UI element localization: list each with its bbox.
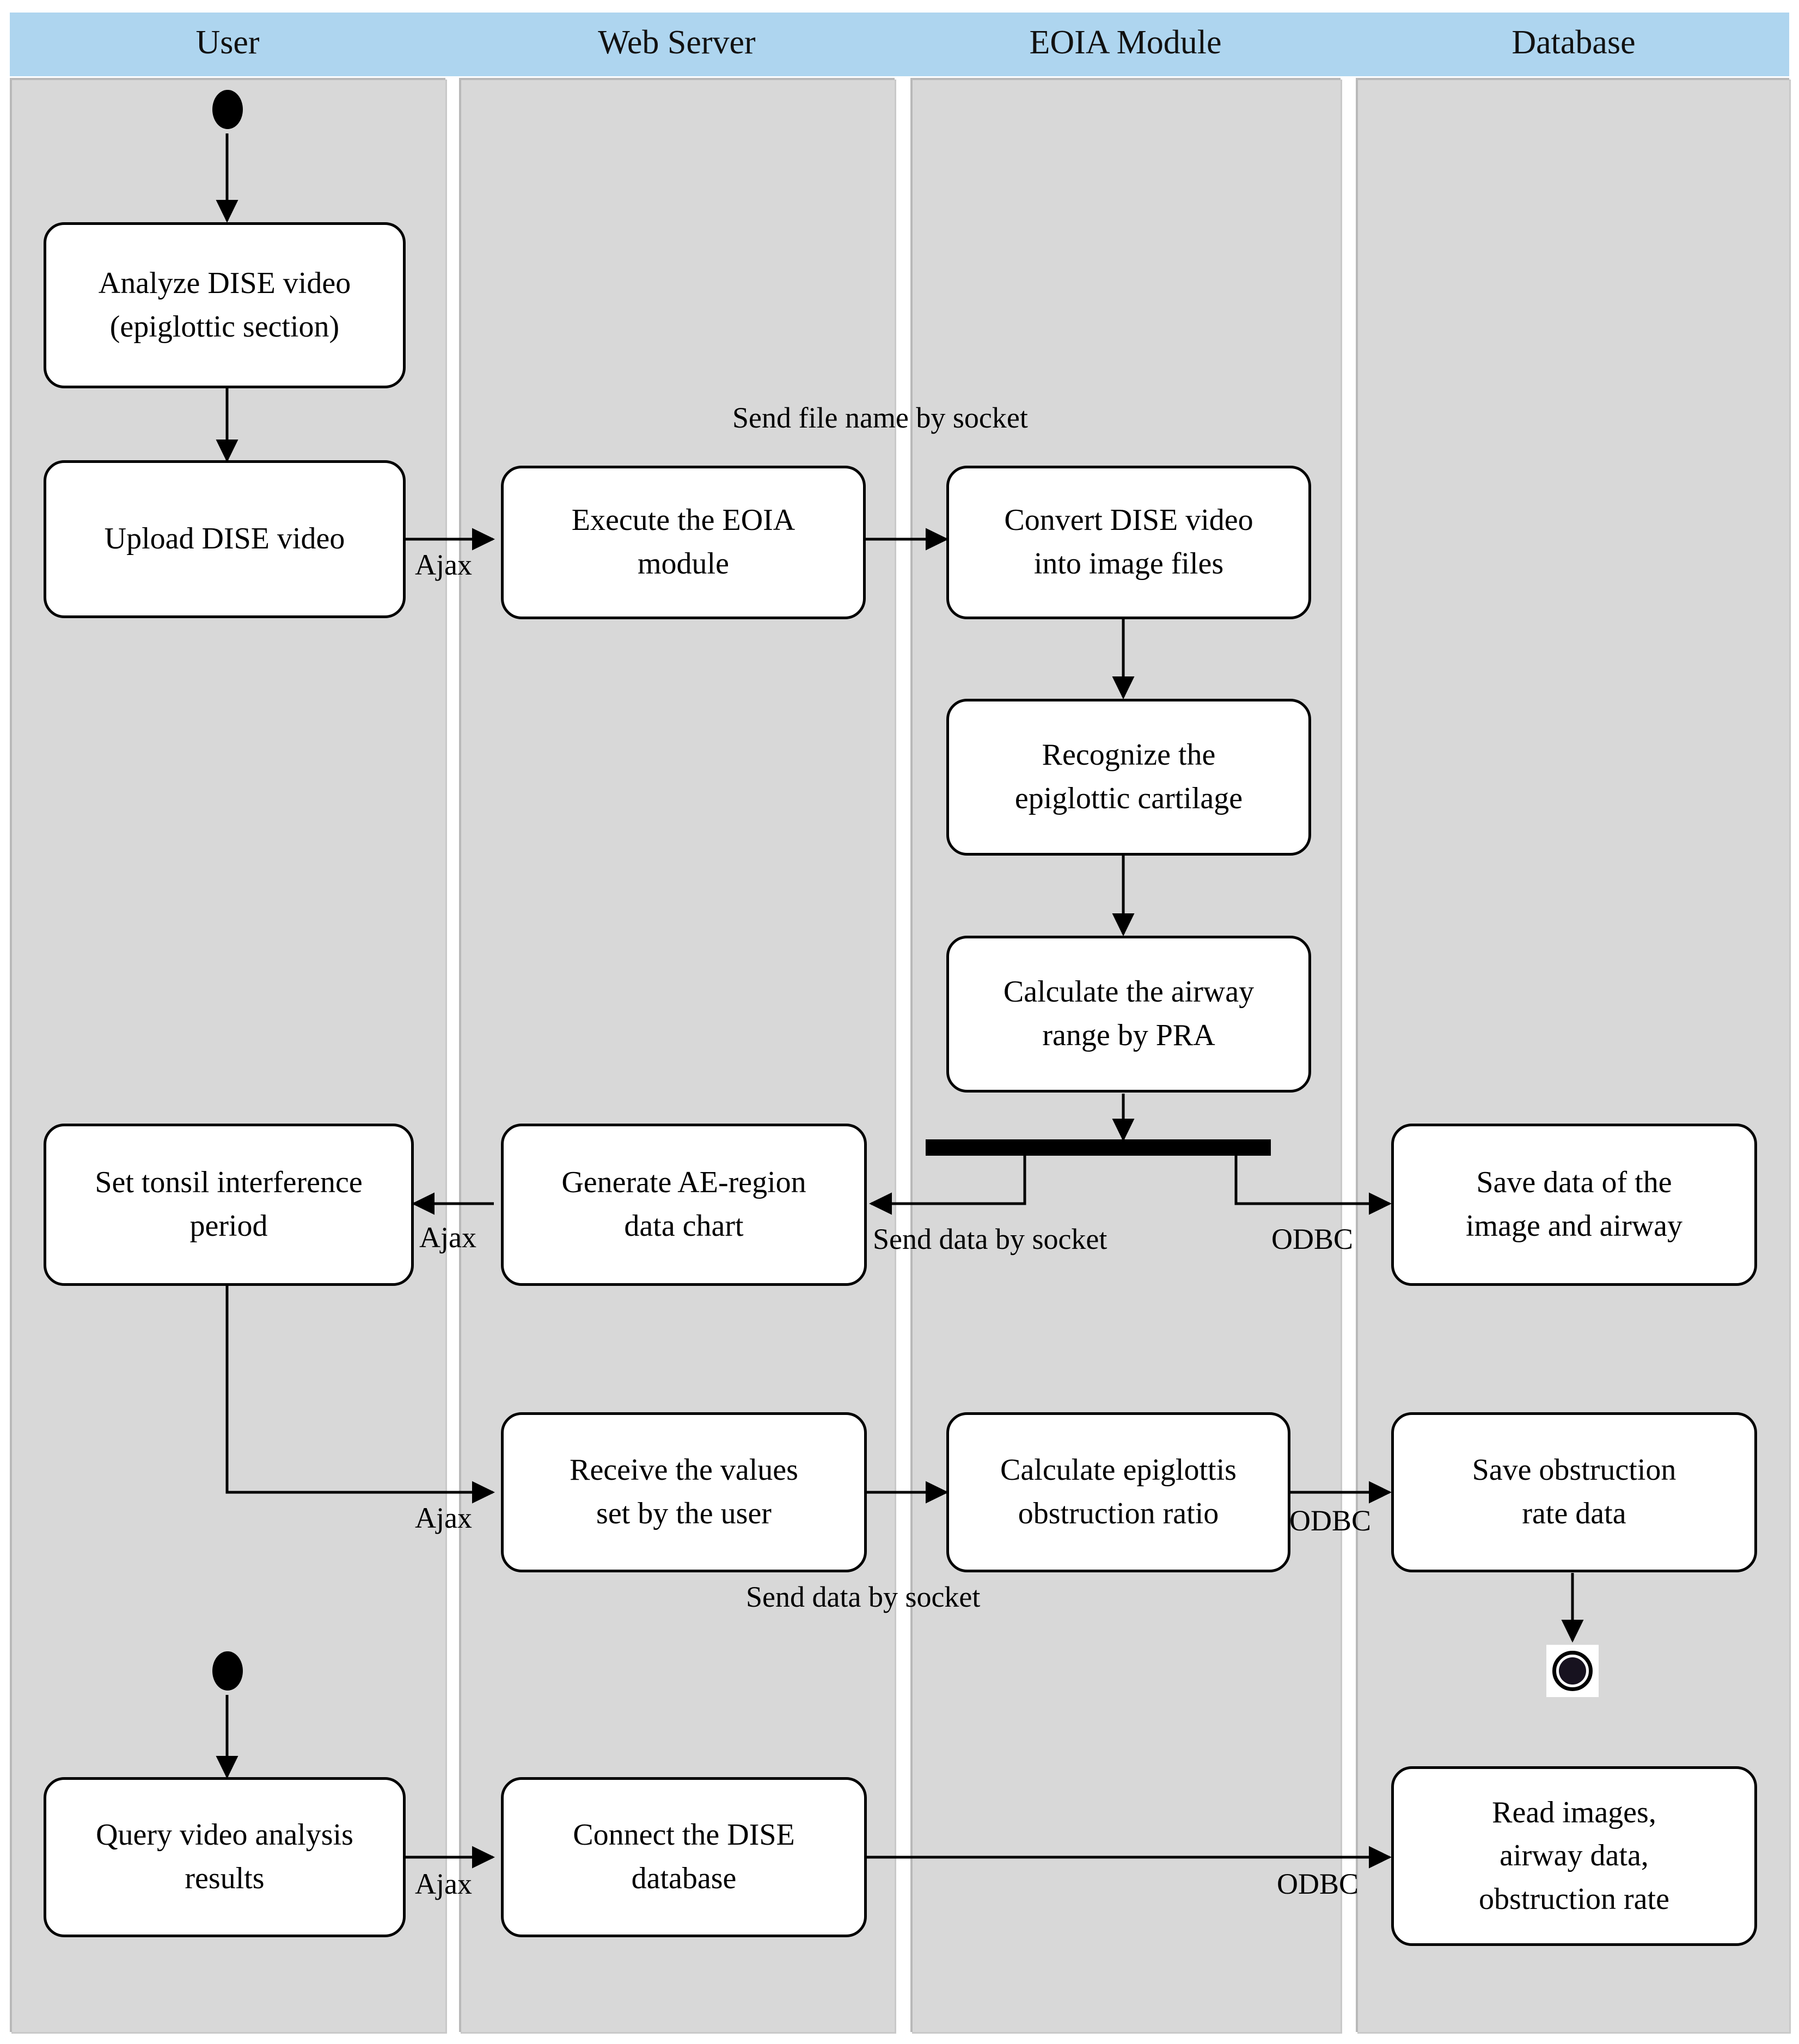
edge-label-ajax-upload-execute: Ajax: [415, 548, 472, 581]
fork-bar-1: [926, 1139, 1271, 1156]
activity-node-upload-dise-video[interactable]: Upload DISE video: [44, 460, 406, 618]
swimlane-body-database: [1356, 78, 1789, 2032]
activity-node-analyze-dise-video[interactable]: Analyze DISE video(epiglottic section): [44, 222, 406, 388]
edge-label-odbc-save-obstruction-rate: ODBC: [1289, 1504, 1372, 1537]
swimlane-body-web-server: [459, 78, 895, 2032]
final-node-dot: [1559, 1657, 1586, 1685]
initial-node-start-2: [212, 1651, 243, 1691]
swimlane-header-web-server: Web Server: [598, 24, 756, 61]
final-node-ring: [1552, 1651, 1593, 1691]
edge-label-odbc-connect-read: ODBC: [1277, 1868, 1359, 1900]
edge-label-odbc-save-image-airway: ODBC: [1271, 1223, 1354, 1255]
swimlane-header-band: [10, 13, 1789, 76]
final-node-end-1: [1546, 1645, 1599, 1697]
edge-label-send-data-by-socket-receive: Send data by socket: [746, 1581, 981, 1613]
swimlane-header-user: User: [195, 24, 260, 61]
edge-label-ajax-chart-set-tonsil: Ajax: [419, 1221, 476, 1254]
edge-label-ajax-set-tonsil-receive: Ajax: [415, 1502, 472, 1534]
edge-label-ajax-query-connect: Ajax: [415, 1868, 472, 1900]
swimlane-header-eoia-module: EOIA Module: [1029, 24, 1222, 61]
edge-label-send-data-by-socket-fork: Send data by socket: [873, 1223, 1107, 1255]
activity-node-read-images-airway-obstruction[interactable]: Read images,airway data,obstruction rate: [1391, 1766, 1757, 1946]
initial-node-start-1: [212, 90, 243, 129]
swimlane-header-database: Database: [1512, 24, 1636, 61]
edge-label-send-file-name-by-socket: Send file name by socket: [732, 401, 1028, 434]
